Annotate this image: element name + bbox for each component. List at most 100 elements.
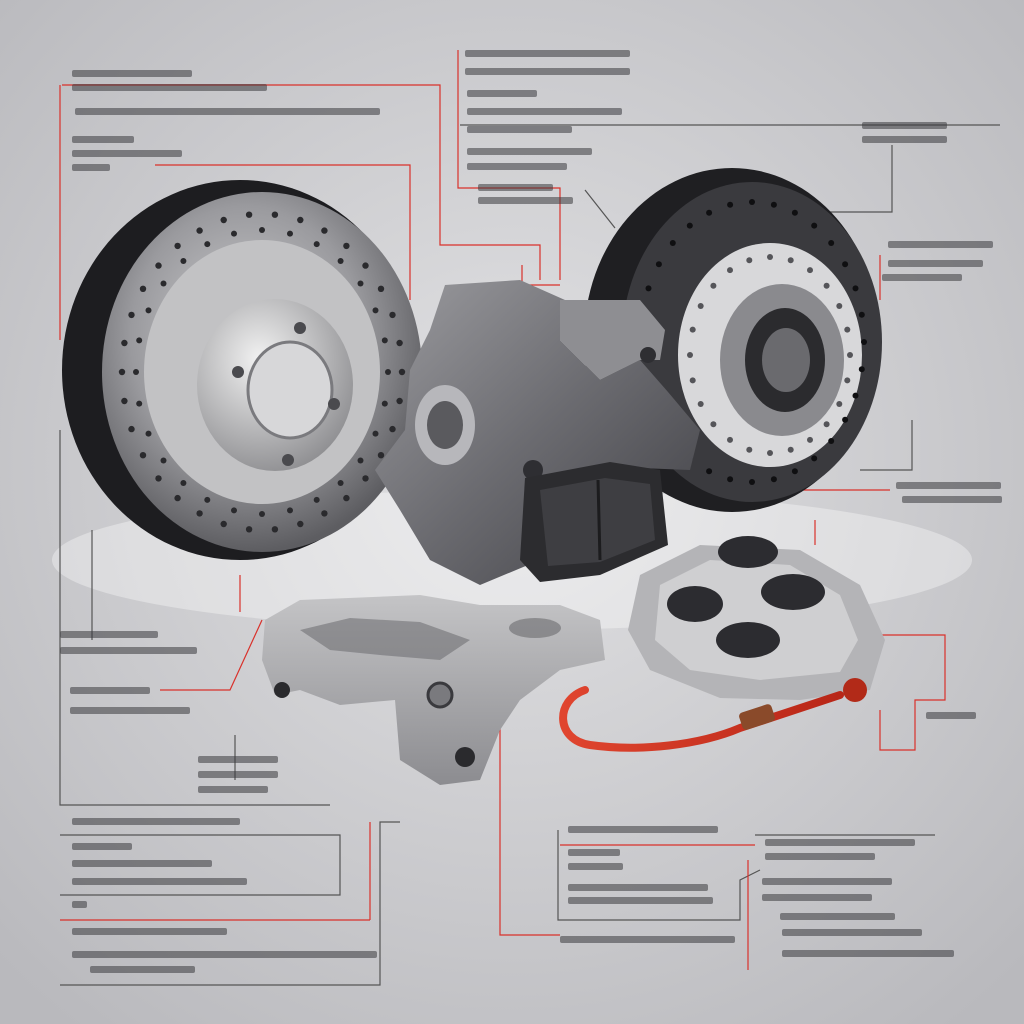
drill-hole — [844, 377, 851, 384]
illegible-callout-text — [568, 863, 623, 870]
illegible-callout-text — [782, 929, 922, 936]
drill-hole — [321, 510, 328, 517]
drill-hole — [842, 416, 849, 423]
illegible-callout-text — [467, 148, 592, 155]
drill-hole — [133, 369, 139, 375]
drill-hole — [727, 476, 734, 483]
illegible-callout-text — [467, 108, 622, 115]
rotor-drill-holes-front — [118, 211, 406, 533]
illegible-callout-text — [467, 126, 572, 133]
caliper-pistons — [628, 536, 885, 700]
drill-hole — [362, 475, 369, 482]
drill-hole — [337, 258, 344, 264]
drill-hole — [823, 282, 830, 289]
drill-hole — [343, 242, 350, 250]
illegible-callout-text — [478, 184, 553, 191]
illegible-callout-text — [888, 260, 983, 267]
drill-hole — [828, 438, 835, 444]
callout-label-blocks — [60, 50, 1002, 973]
drill-hole — [204, 496, 211, 503]
drill-hole — [128, 311, 135, 319]
illegible-callout-text — [72, 878, 247, 885]
drill-hole — [791, 209, 798, 216]
illegible-callout-text — [72, 818, 240, 825]
drill-hole — [749, 479, 755, 485]
drill-hole — [697, 303, 704, 309]
drill-hole — [160, 457, 167, 464]
drill-hole — [121, 339, 128, 347]
drill-hole — [145, 307, 152, 314]
drill-hole — [770, 201, 777, 208]
drill-hole — [396, 397, 403, 405]
drill-hole — [844, 326, 851, 333]
illegible-callout-text — [896, 482, 1001, 489]
illegible-callout-text — [72, 164, 110, 171]
illegible-callout-text — [478, 197, 573, 204]
drill-hole — [139, 452, 147, 459]
drill-hole — [749, 199, 755, 205]
drill-hole — [811, 222, 818, 229]
illegible-callout-text — [902, 496, 1002, 503]
drill-hole — [770, 476, 777, 483]
drill-hole — [787, 446, 794, 453]
caliper-bracket — [262, 595, 605, 785]
drill-hole — [196, 510, 203, 517]
drill-hole — [710, 282, 717, 289]
illegible-callout-text — [198, 756, 278, 763]
drill-hole — [686, 222, 693, 229]
illegible-callout-text — [465, 50, 630, 57]
illegible-callout-text — [70, 707, 190, 714]
illegible-callout-text — [862, 136, 947, 143]
drill-hole — [842, 261, 849, 268]
drill-hole — [767, 254, 773, 260]
drill-hole — [362, 262, 369, 269]
drill-hole — [669, 240, 676, 246]
drill-hole — [398, 368, 406, 376]
illegible-callout-text — [467, 90, 537, 97]
drill-hole — [767, 450, 773, 456]
drill-hole — [836, 303, 843, 309]
drill-hole — [155, 475, 162, 482]
illegible-callout-text — [60, 631, 158, 638]
drill-hole — [706, 468, 713, 475]
drill-hole — [313, 496, 320, 503]
drill-hole — [727, 436, 733, 443]
drill-hole — [231, 230, 237, 237]
drill-hole — [136, 400, 143, 407]
drill-hole — [297, 520, 304, 528]
drill-hole — [858, 366, 865, 373]
drill-hole — [271, 526, 279, 533]
illegible-callout-text — [72, 136, 134, 143]
drill-hole — [385, 369, 391, 375]
drill-hole — [145, 430, 152, 437]
drill-hole — [313, 241, 320, 248]
drill-hole — [645, 285, 652, 292]
drill-hole — [287, 507, 293, 514]
drill-hole — [396, 339, 403, 347]
illegible-callout-text — [72, 84, 267, 91]
drill-hole — [687, 352, 693, 358]
drill-hole — [271, 211, 279, 218]
illegible-callout-text — [60, 647, 197, 654]
illegible-callout-text — [72, 901, 87, 908]
drill-hole — [377, 285, 385, 292]
brake-hose — [559, 678, 867, 752]
drill-hole — [823, 421, 830, 428]
illegible-callout-text — [780, 913, 895, 920]
drill-hole — [337, 480, 344, 486]
illegible-callout-text — [72, 860, 212, 867]
drill-hole — [231, 507, 237, 514]
drill-hole — [180, 480, 187, 486]
drill-hole — [372, 307, 379, 314]
drill-hole — [297, 216, 304, 224]
drill-hole — [746, 257, 753, 264]
drill-hole — [858, 311, 865, 318]
illegible-callout-text — [72, 150, 182, 157]
illegible-callout-text — [70, 687, 150, 694]
drill-hole — [828, 240, 835, 246]
drill-hole — [807, 436, 813, 443]
illegible-callout-text — [568, 897, 713, 904]
drill-hole — [811, 455, 818, 462]
drill-hole — [128, 425, 135, 433]
brake-pad — [520, 462, 668, 582]
